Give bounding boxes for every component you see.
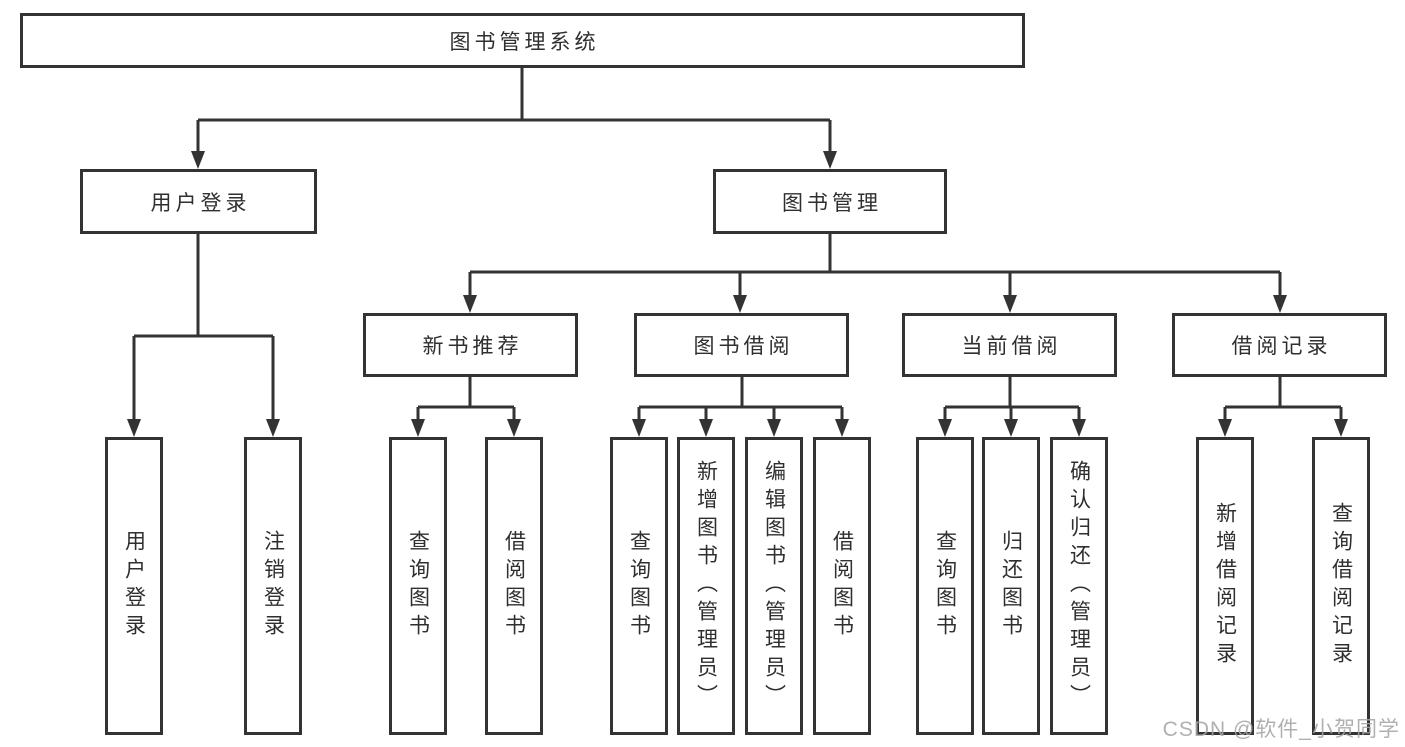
leaf-edit-books-admin: 编辑图书（管理员） [745, 437, 803, 735]
node-library-management-system: 图书管理系统 [20, 13, 1025, 68]
node-book-borrow-label: 图书借阅 [693, 335, 794, 358]
node-borrow-records-label: 借阅记录 [1231, 335, 1332, 358]
leaf-query-books-borrow: 查询图书 [610, 437, 668, 735]
node-book-borrow: 图书借阅 [634, 313, 849, 377]
leaf-add-books-admin: 新增图书（管理员） [677, 437, 735, 735]
node-new-book-recommend-label: 新书推荐 [422, 335, 523, 358]
leaf-borrow-books: 借阅图书 [813, 437, 871, 735]
leaf-query-books-recommend-label: 查询图书 [406, 530, 430, 642]
leaf-confirm-return-admin: 确认归还（管理员） [1050, 437, 1108, 735]
leaf-borrow-books-recommend: 借阅图书 [485, 437, 543, 735]
leaf-user-login: 用户登录 [105, 437, 163, 735]
node-book-management: 图书管理 [713, 169, 947, 234]
leaf-logout: 注销登录 [244, 437, 302, 735]
leaf-query-books-recommend: 查询图书 [389, 437, 447, 735]
leaf-query-borrow-record: 查询借阅记录 [1312, 437, 1370, 735]
leaf-edit-books-admin-label: 编辑图书（管理员） [762, 460, 786, 712]
leaf-query-books-current: 查询图书 [916, 437, 974, 735]
node-current-borrow-label: 当前借阅 [961, 335, 1062, 358]
node-borrow-records: 借阅记录 [1172, 313, 1387, 377]
leaf-logout-label: 注销登录 [261, 530, 285, 642]
node-book-management-label: 图书管理 [782, 191, 882, 215]
leaf-query-borrow-record-label: 查询借阅记录 [1329, 502, 1353, 670]
leaf-query-books-current-label: 查询图书 [933, 530, 957, 642]
node-new-book-recommend: 新书推荐 [363, 313, 578, 377]
csdn-watermark: CSDN @软件_小贺同学 [1162, 718, 1400, 741]
node-user-login: 用户登录 [80, 169, 317, 234]
leaf-add-borrow-record: 新增借阅记录 [1196, 437, 1254, 735]
leaf-borrow-books-label: 借阅图书 [830, 530, 854, 642]
node-current-borrow: 当前借阅 [902, 313, 1117, 377]
leaf-return-books-label: 归还图书 [999, 530, 1023, 642]
leaf-return-books: 归还图书 [982, 437, 1040, 735]
leaf-borrow-books-recommend-label: 借阅图书 [502, 530, 526, 642]
leaf-user-login-label: 用户登录 [122, 530, 146, 642]
node-library-management-system-label: 图书管理系统 [449, 30, 600, 54]
node-user-login-label: 用户登录 [150, 191, 251, 215]
leaf-confirm-return-admin-label: 确认归还（管理员） [1067, 460, 1091, 712]
leaf-query-books-borrow-label: 查询图书 [627, 530, 651, 642]
leaf-add-books-admin-label: 新增图书（管理员） [694, 460, 718, 712]
leaf-add-borrow-record-label: 新增借阅记录 [1213, 502, 1237, 670]
